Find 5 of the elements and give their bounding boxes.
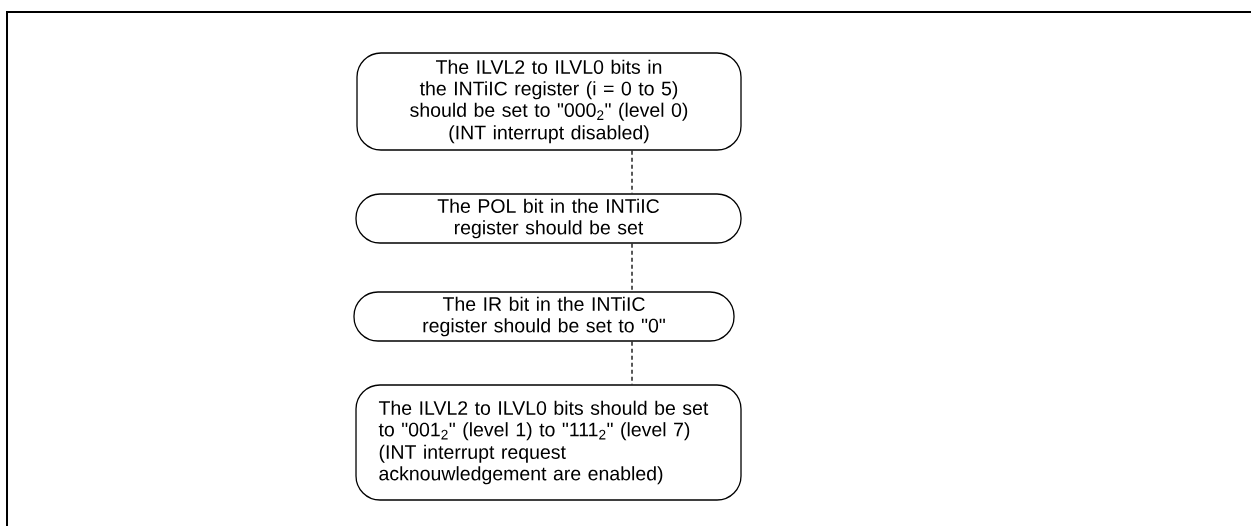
process-box: The ILVL2 to ILVL0 bits in the INTiIC register (i = 0 to 5) should be set to "000$_{2}$" (level 0) (INT interrupt disabled) [356,52,742,151]
process-box: The POL bit in the INTiIC register should be set [355,193,742,244]
process-box: The IR bit in the INTiIC register should be set to "0" [353,291,735,342]
process-box: The ILVL2 to ILVL0 bits should be set to "001$_{2}$" (level 1) to "111$_{2}$" (level 7) (INT interrupt request acknouwledgement are enabled) [355,384,742,501]
dashed-line [631,243,633,292]
